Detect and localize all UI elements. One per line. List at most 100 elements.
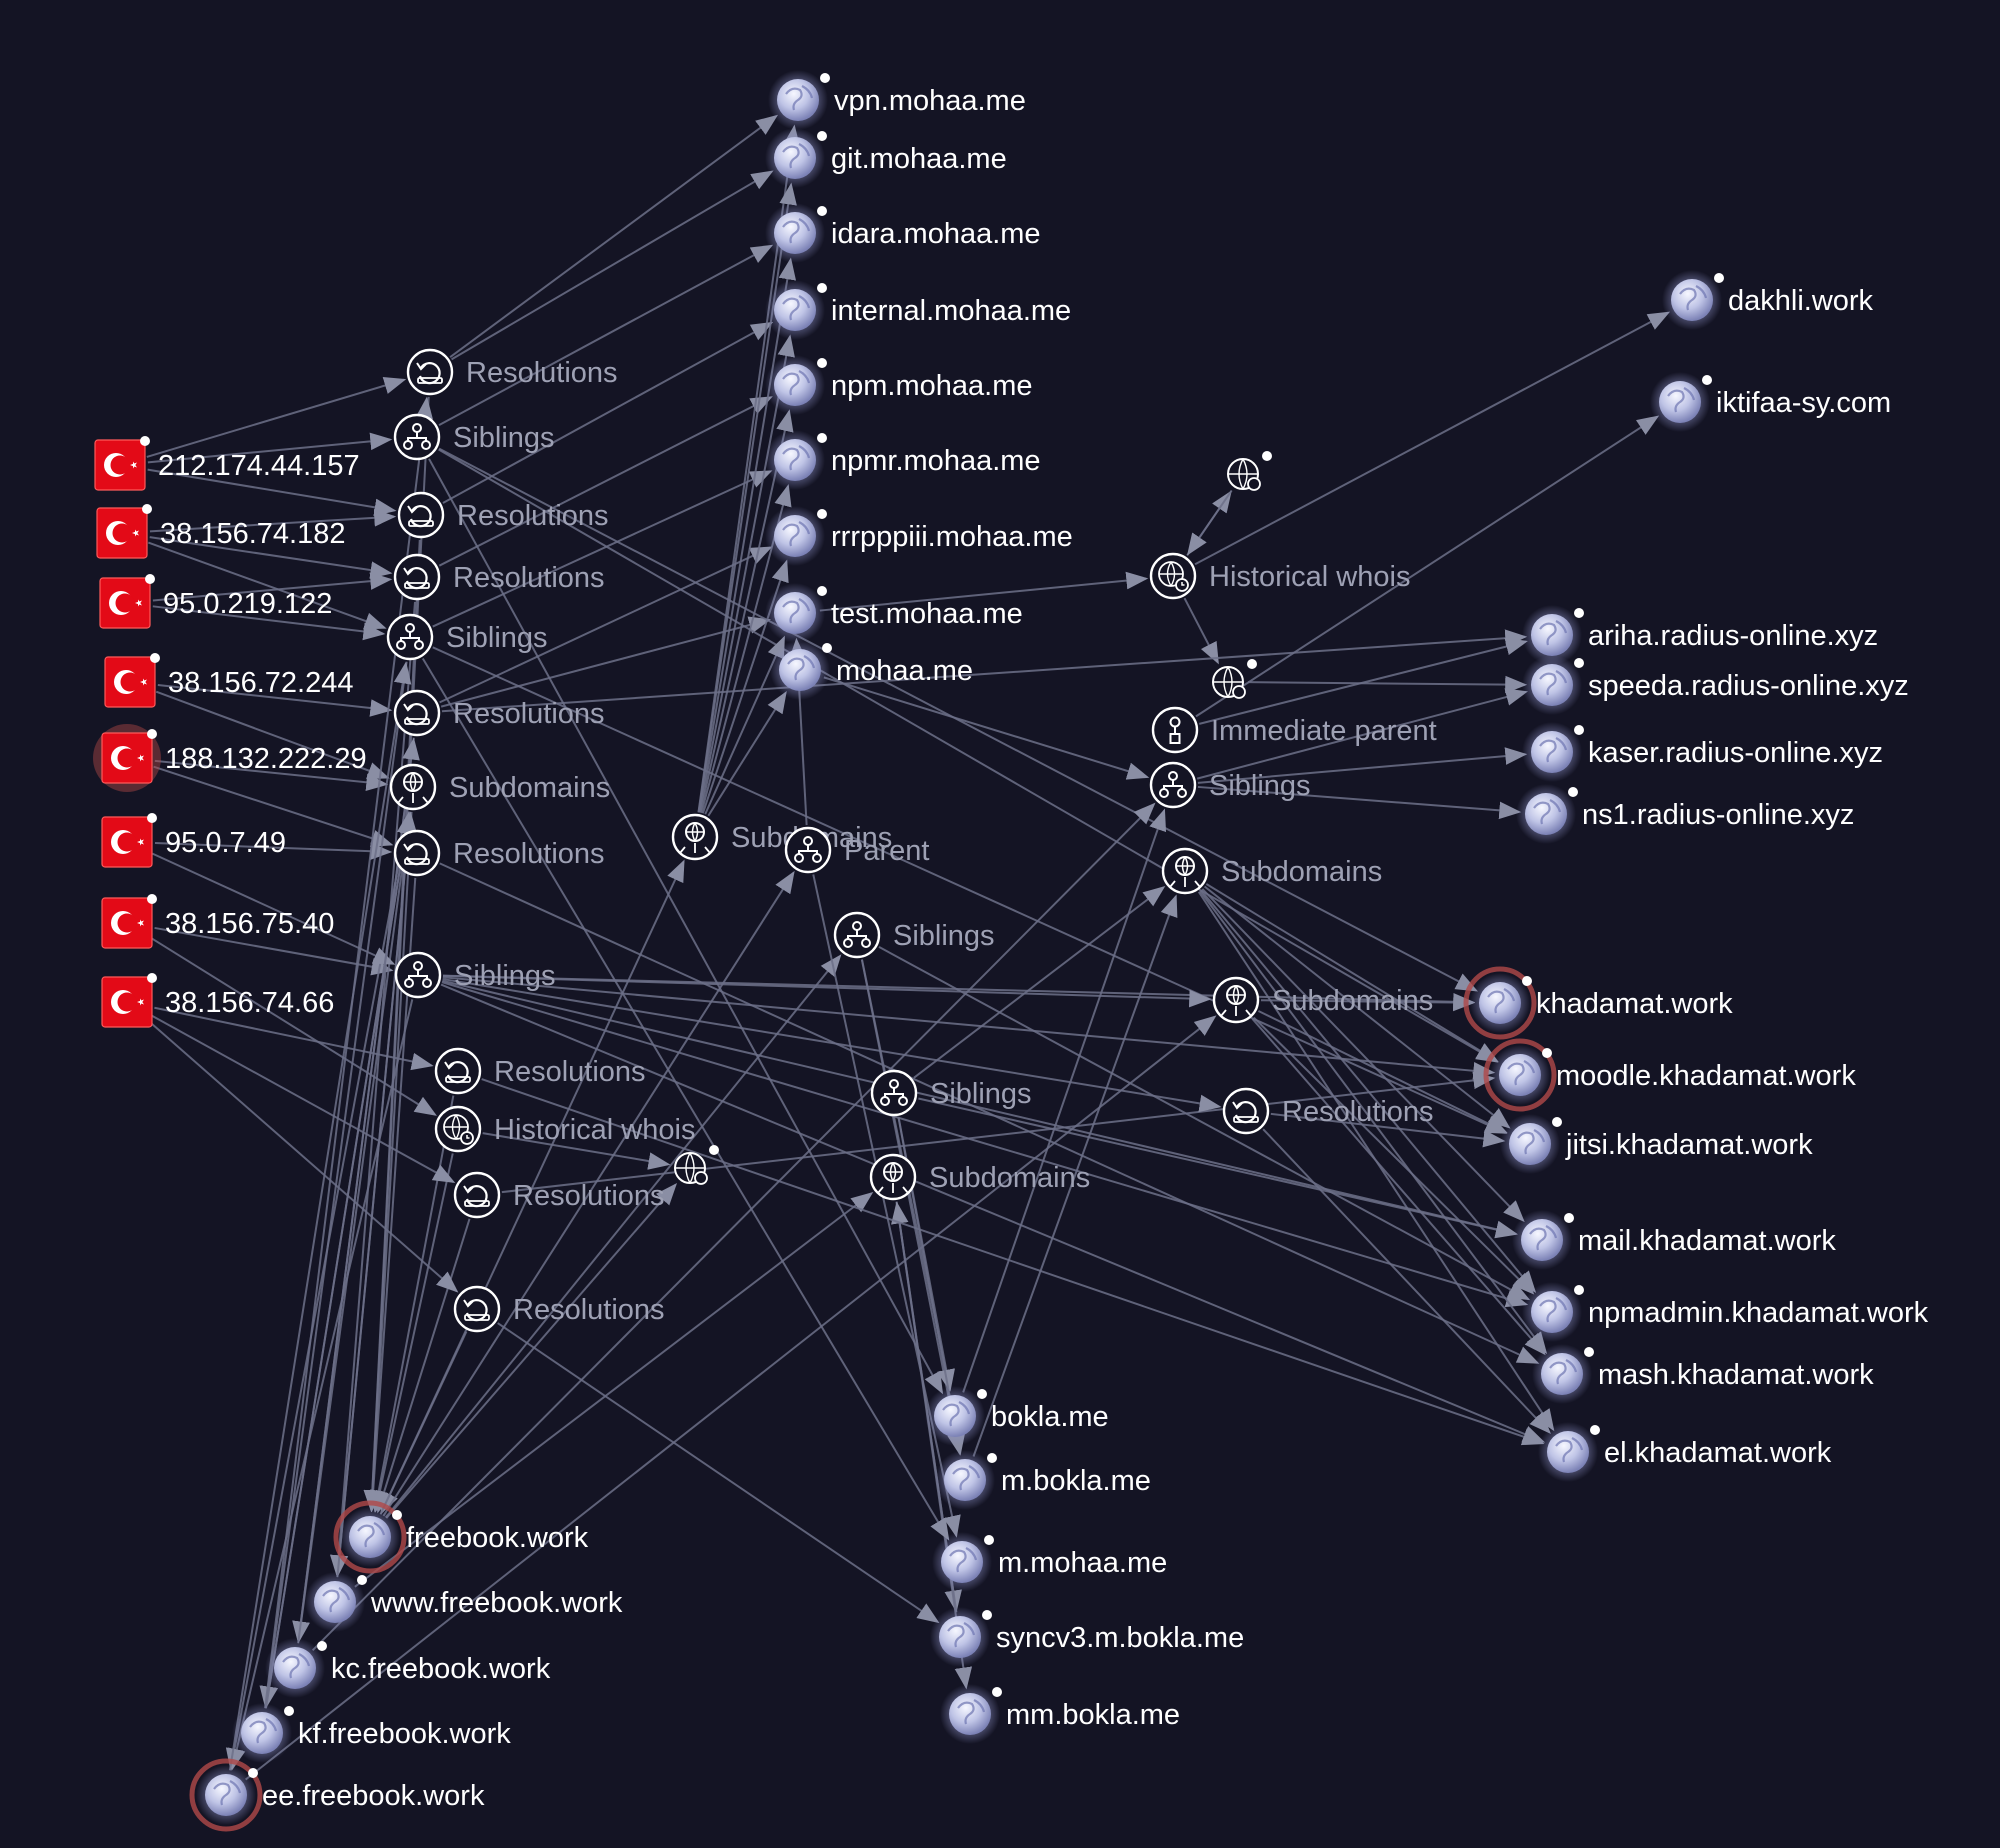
node-domain-npmadmin[interactable]: npmadmin.khadamat.work xyxy=(1522,1282,1929,1342)
node-resolutions-r1[interactable]: Resolutions xyxy=(406,348,618,396)
node-resolutions-r7[interactable]: Resolutions xyxy=(453,1171,665,1219)
globe-icon xyxy=(765,280,827,340)
node-domain-vpn[interactable]: vpn.mohaa.me xyxy=(768,70,1026,130)
edge-sd4-npmadmin xyxy=(1200,889,1537,1293)
turkey-flag-icon xyxy=(96,504,152,559)
node-resolutions-r4[interactable]: Resolutions xyxy=(393,689,605,737)
node-domain-iktifaa[interactable]: iktifaa-sy.com xyxy=(1650,372,1891,432)
node-domain-ee[interactable]: ee.freebook.work xyxy=(189,1758,485,1832)
node-ip-ip1[interactable]: 212.174.44.157 xyxy=(94,436,360,491)
node-domain-mbokla[interactable]: m.bokla.me xyxy=(935,1450,1151,1510)
edge-s6-ns1 xyxy=(1197,785,1522,820)
resolutions-icon xyxy=(393,829,441,877)
historical-whois-icon xyxy=(434,1105,482,1153)
node-label: rrrpppiii.mohaa.me xyxy=(831,521,1073,553)
siblings-icon xyxy=(393,413,441,461)
edge-s3-mail xyxy=(442,979,1518,1238)
edge-bokla-s6 xyxy=(962,808,1167,1393)
node-siblings-par[interactable]: Parent xyxy=(784,826,929,874)
node-domain-mash[interactable]: mash.khadamat.work xyxy=(1532,1344,1874,1404)
globe-icon xyxy=(1516,784,1578,844)
node-whois-hw1[interactable]: Historical whois xyxy=(434,1105,695,1153)
node-domain-dakhli[interactable]: dakhli.work xyxy=(1662,270,1874,330)
node-domain-ariha[interactable]: ariha.radius-online.xyz xyxy=(1522,605,1878,665)
node-domain-khadamat[interactable]: khadamat.work xyxy=(1463,966,1733,1040)
node-ip-ip4[interactable]: 38.156.72.244 xyxy=(104,653,353,708)
node-domain-git[interactable]: git.mohaa.me xyxy=(765,128,1007,188)
node-resolutions-r8[interactable]: Resolutions xyxy=(453,1285,665,1333)
node-resolutions-r2[interactable]: Resolutions xyxy=(397,491,609,539)
node-ip-ip2[interactable]: 38.156.74.182 xyxy=(96,504,345,559)
node-domain-bokla[interactable]: bokla.me xyxy=(925,1386,1109,1446)
node-ip-ip8[interactable]: 38.156.74.66 xyxy=(101,973,334,1028)
node-parent-ip_parent[interactable]: Immediate parent xyxy=(1151,706,1437,754)
node-siblings-s1[interactable]: Siblings xyxy=(393,413,555,461)
node-domain-kc[interactable]: kc.freebook.work xyxy=(265,1638,551,1698)
node-domain-npm[interactable]: npm.mohaa.me xyxy=(765,355,1033,415)
node-domain-el[interactable]: el.khadamat.work xyxy=(1538,1422,1832,1482)
node-resolutions-r5[interactable]: Resolutions xyxy=(393,829,605,877)
node-domain-ns1[interactable]: ns1.radius-online.xyz xyxy=(1516,784,1854,844)
node-domain-rrr[interactable]: rrrpppiii.mohaa.me xyxy=(765,506,1073,566)
node-domain-npmr[interactable]: npmr.mohaa.me xyxy=(765,430,1041,490)
resolutions-icon xyxy=(453,1285,501,1333)
node-siblings-s4[interactable]: Siblings xyxy=(833,911,995,959)
node-ip-ip6[interactable]: 95.0.7.49 xyxy=(101,813,286,868)
node-www-w3[interactable] xyxy=(1212,659,1257,699)
edge-s3-el xyxy=(440,983,1546,1443)
node-label: iktifaa-sy.com xyxy=(1716,387,1891,419)
node-www-w2[interactable] xyxy=(1227,451,1272,491)
node-siblings-s3[interactable]: Siblings xyxy=(394,951,556,999)
node-domain-mmbokla[interactable]: mm.bokla.me xyxy=(940,1684,1180,1744)
node-resolutions-r9[interactable]: Resolutions xyxy=(1222,1087,1434,1135)
node-domain-mail[interactable]: mail.khadamat.work xyxy=(1512,1210,1836,1270)
node-domain-mmohaa[interactable]: m.mohaa.me xyxy=(932,1532,1167,1592)
siblings-icon xyxy=(1149,761,1197,809)
node-label: kf.freebook.work xyxy=(298,1718,511,1750)
node-domain-test[interactable]: test.mohaa.me xyxy=(765,583,1023,643)
node-siblings-s2[interactable]: Siblings xyxy=(386,613,548,661)
globe-icon xyxy=(1522,722,1584,782)
siblings-icon xyxy=(386,613,434,661)
resolutions-icon xyxy=(1222,1087,1270,1135)
node-ip-ip7[interactable]: 38.156.75.40 xyxy=(101,894,334,949)
node-domain-idara[interactable]: idara.mohaa.me xyxy=(765,203,1041,263)
resolutions-icon xyxy=(434,1047,482,1095)
edge-sd1-ee xyxy=(225,811,410,1771)
node-label: mm.bokla.me xyxy=(1006,1699,1180,1731)
node-label: Siblings xyxy=(1209,770,1311,802)
node-domain-syncv3[interactable]: syncv3.m.bokla.me xyxy=(930,1607,1244,1667)
node-subdomains-sd1[interactable]: Subdomains xyxy=(389,763,610,811)
edge-r2-internal xyxy=(442,321,774,504)
node-label: Siblings xyxy=(446,622,548,654)
node-domain-internal[interactable]: internal.mohaa.me xyxy=(765,280,1071,340)
node-label: 38.156.75.40 xyxy=(165,908,334,940)
node-domain-moodle[interactable]: moodle.khadamat.work xyxy=(1483,1038,1856,1112)
node-subdomains-sd4[interactable]: Subdomains xyxy=(1161,847,1382,895)
node-label: git.mohaa.me xyxy=(831,143,1007,175)
node-domain-kf[interactable]: kf.freebook.work xyxy=(232,1703,511,1763)
edge-sd5-jitsi xyxy=(1258,1010,1508,1134)
node-domain-freebook[interactable]: freebook.work xyxy=(333,1500,589,1574)
node-subdomains-sd5[interactable]: Subdomains xyxy=(1212,976,1433,1024)
node-whois-hw2[interactable]: Historical whois xyxy=(1149,552,1410,600)
node-domain-mohaa[interactable]: mohaa.me xyxy=(770,640,973,700)
node-ip-ip3[interactable]: 95.0.219.122 xyxy=(99,574,332,629)
node-label: freebook.work xyxy=(406,1522,589,1554)
node-siblings-s6[interactable]: Siblings xyxy=(1149,761,1311,809)
node-siblings-s5[interactable]: Siblings xyxy=(870,1069,1032,1117)
node-resolutions-r6[interactable]: Resolutions xyxy=(434,1047,646,1095)
node-label: npm.mohaa.me xyxy=(831,370,1033,402)
node-domain-kaser[interactable]: kaser.radius-online.xyz xyxy=(1522,722,1883,782)
node-www-w1[interactable] xyxy=(674,1145,719,1185)
node-domain-jitsi[interactable]: jitsi.khadamat.work xyxy=(1500,1114,1813,1174)
edge-freebook-w1 xyxy=(385,1182,678,1519)
globe-icon xyxy=(932,1532,994,1592)
node-subdomains-sd3[interactable]: Subdomains xyxy=(869,1153,1090,1201)
siblings-icon xyxy=(394,951,442,999)
node-ip-ip5[interactable]: 188.132.222.29 xyxy=(93,724,367,792)
edge-w2-hw2 xyxy=(1187,489,1233,556)
node-domain-speeda[interactable]: speeda.radius-online.xyz xyxy=(1522,655,1909,715)
node-resolutions-r3[interactable]: Resolutions xyxy=(393,553,605,601)
node-domain-wwwfreebook[interactable]: www.freebook.work xyxy=(305,1572,623,1632)
